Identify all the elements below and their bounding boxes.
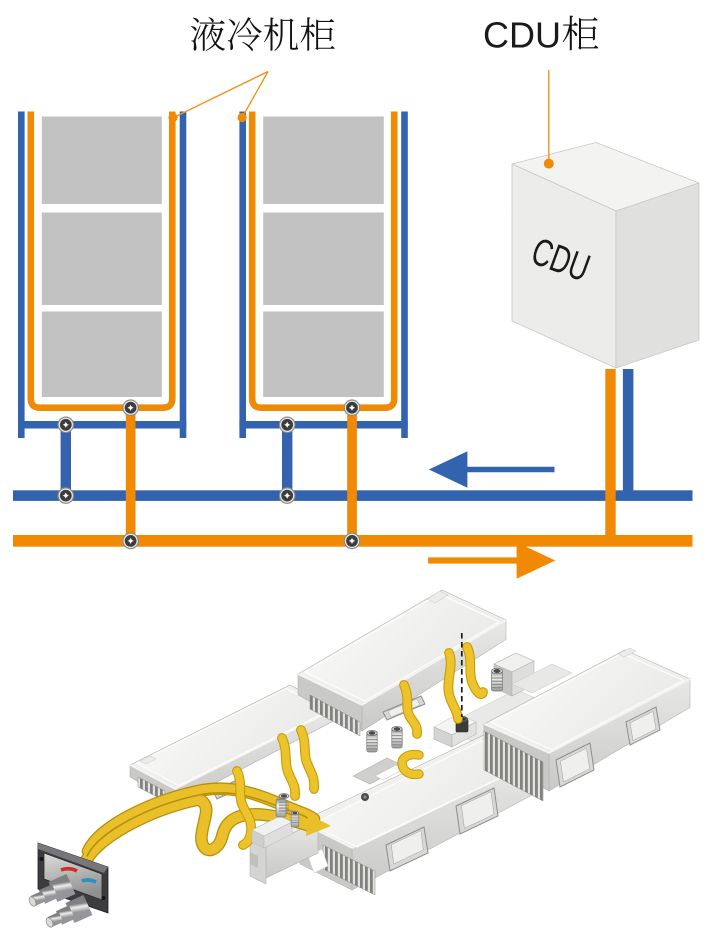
svg-text:CDU: CDU — [483, 15, 561, 56]
